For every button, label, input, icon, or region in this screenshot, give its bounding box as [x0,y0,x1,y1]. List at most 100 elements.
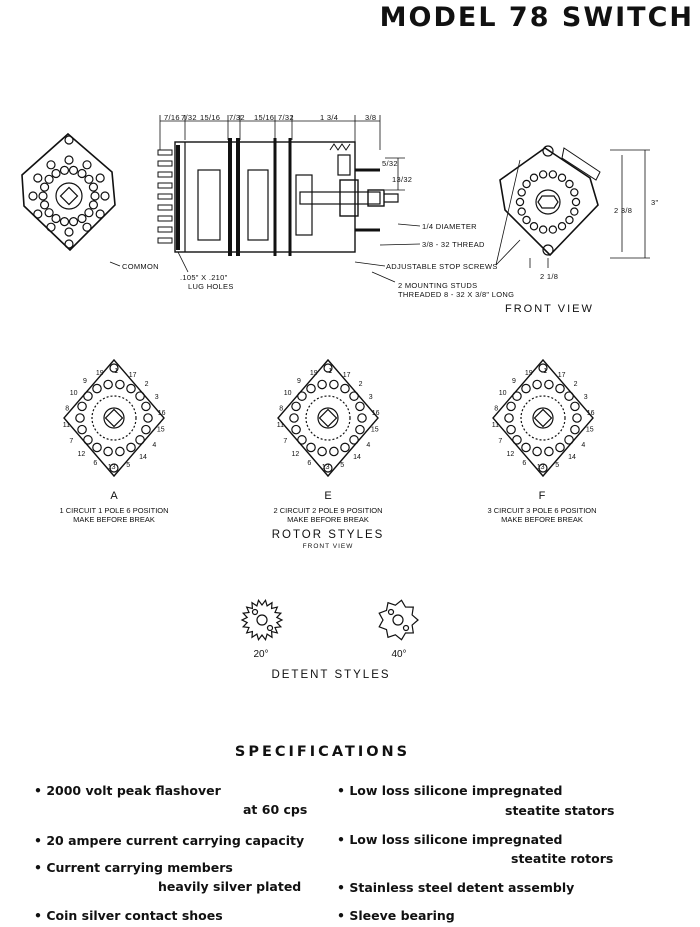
side-view-drawing [109,115,521,283]
spec-item-cont: heavily silver plated [158,879,302,894]
front-view-drawing [499,145,650,268]
spec-text: Low loss silicone impregnated [349,783,563,798]
spec-text: Current carrying members [46,860,233,875]
page-title: MODEL 78 SWITCH [379,2,694,33]
spec-text: Sleeve bearing [349,908,455,923]
dim-label: 15/16 [200,113,221,122]
contact-number: 19 [525,370,533,377]
dim-label: 7/16 [164,113,180,122]
dim-label: 3" [651,198,659,207]
contact-number: 4 [366,442,370,449]
label-lug-holes: .105" X .210" [180,273,228,282]
spec-item: • Low loss silicone impregnated [337,832,563,847]
contact-number: 3 [584,394,588,401]
label-stop-screws: ADJUSTABLE STOP SCREWS [386,262,498,271]
contact-number: 11 [277,422,284,429]
detent-label: 40° [391,649,407,660]
dim-label: 7/32 [181,113,197,122]
detent-styles-heading: DETENT STYLES [271,669,391,681]
contact-number: 5 [555,462,559,469]
front-view-label: FRONT VIEW [505,303,594,315]
contact-number: 1 [328,368,332,375]
spec-item: • Current carrying members [34,860,233,875]
dim-label: 1 3/4 [320,113,339,122]
spec-item: • 2000 volt peak flashover [34,783,221,798]
contact-number: 8 [494,405,498,412]
spec-text: Coin silver contact shoes [46,908,223,923]
contact-number: 12 [291,451,299,458]
contact-number: 10 [70,390,78,397]
contact-number: 17 [343,372,351,379]
contact-number: 7 [69,438,73,445]
contact-number: 1 [114,368,118,375]
contact-number: 15 [586,427,594,434]
contact-number: 11 [492,422,499,429]
contact-number: 10 [284,390,292,397]
dim-label: 15/16 [254,113,275,122]
contact-number: 17 [558,372,566,379]
contact-number: 6 [307,460,311,467]
label-thread: 3/8 - 32 THREAD [422,240,485,249]
contact-number: 6 [522,460,526,467]
contact-number: 13 [108,464,116,471]
contact-number: 19 [96,370,104,377]
spec-item: • Stainless steel detent assembly [337,880,575,895]
contact-number: 17 [129,372,137,379]
spec-item-cont: at 60 cps [243,802,308,817]
dim-label: 2 1/8 [540,272,559,281]
contact-number: 16 [372,410,380,417]
contact-number: 9 [297,378,301,385]
spec-text: Stainless steel detent assembly [349,880,575,895]
detent-40-diagram [378,599,419,641]
dim-label: 7/32 [278,113,294,122]
contact-number: 7 [283,438,287,445]
contact-number: 2 [145,381,149,388]
contact-number: 9 [512,378,516,385]
contact-number: 4 [581,442,585,449]
rotor-caption: 2 CIRCUIT 2 POLE 9 POSITION MAKE BEFORE … [258,506,398,524]
contact-number: 16 [587,410,595,417]
rotor-caption: 3 CIRCUIT 3 POLE 6 POSITION MAKE BEFORE … [472,506,612,524]
detent-20-diagram [240,598,284,642]
spec-item: • Sleeve bearing [337,908,455,923]
rotor-letter: A [110,490,118,502]
spec-item-cont: steatite stators [505,803,615,818]
rotor-caption-line: MAKE BEFORE BREAK [287,515,369,524]
spec-item: • Coin silver contact shoes [34,908,223,923]
spec-text: 20 ampere current carrying capacity [46,833,305,848]
spec-item: • Low loss silicone impregnated [337,783,563,798]
contact-number: 5 [126,462,130,469]
dim-label: 3/8 [365,113,377,122]
specifications-heading: SPECIFICATIONS [234,744,411,760]
contact-number: 4 [152,442,156,449]
detent-label: 20° [253,649,269,660]
spec-text: Low loss silicone impregnated [349,832,563,847]
label-diameter: 1/4 DIAMETER [422,222,477,231]
dim-label: 13/32 [392,175,413,184]
dim-label: 7/32 [229,113,245,122]
spec-item-cont: steatite rotors [511,851,614,866]
contact-number: 3 [369,394,373,401]
contact-number: 7 [498,438,502,445]
contact-number: 15 [371,427,379,434]
spec-item: • 20 ampere current carrying capacity [34,833,305,848]
contact-number: 8 [279,405,283,412]
rear-wafer-view [21,132,116,252]
contact-number: 2 [359,381,363,388]
contact-number: 13 [322,464,330,471]
contact-number: 12 [506,451,514,458]
rotor-caption-line: 1 CIRCUIT 1 POLE 6 POSITION [59,506,169,515]
contact-number: 11 [63,422,70,429]
contact-number: 2 [574,381,578,388]
rotor-letter: F [538,490,546,502]
contact-number: 13 [537,464,545,471]
dim-label: 5/32 [382,159,398,168]
contact-number: 14 [568,454,576,461]
rotor-styles-heading: ROTOR STYLES [271,529,385,541]
dim-label: 2 3/8 [614,206,633,215]
contact-number: 1 [543,368,547,375]
